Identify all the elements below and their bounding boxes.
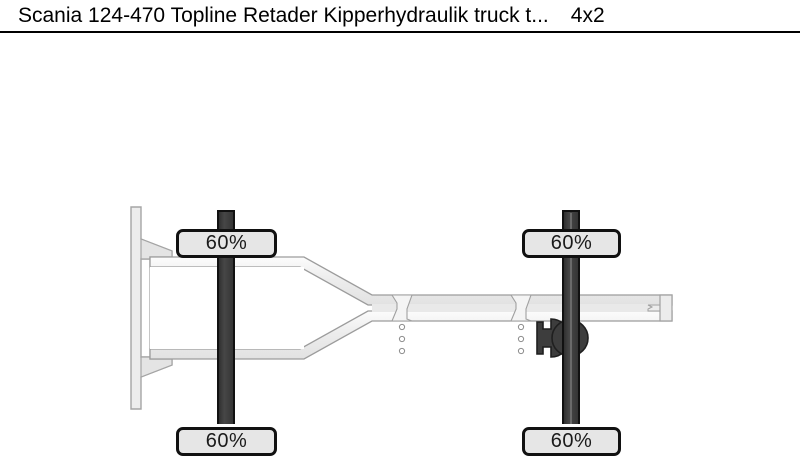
page-header: Scania 124-470 Topline Retader Kipperhyd…: [0, 0, 800, 33]
rivet-plate-front: [391, 294, 413, 355]
page-title: Scania 124-470 Topline Retader Kipperhyd…: [18, 3, 549, 27]
truck-chassis-diagram: 60% 60% 60% 60%: [0, 33, 800, 456]
rear-axle-load-label-bottom[interactable]: 60%: [522, 427, 621, 456]
front-axle-load-label-top[interactable]: 60%: [176, 229, 277, 258]
chassis-svg: [130, 206, 673, 410]
rivet-plate-rear: [510, 294, 532, 355]
front-axle[interactable]: [217, 210, 235, 424]
axle-configuration-label: 4x2: [570, 3, 605, 27]
rear-frame-end: [647, 294, 673, 322]
rear-axle-load-label-top[interactable]: 60%: [522, 229, 621, 258]
axle-overlay-svg: [217, 210, 580, 424]
front-axle-load-label-bottom[interactable]: 60%: [176, 427, 277, 456]
